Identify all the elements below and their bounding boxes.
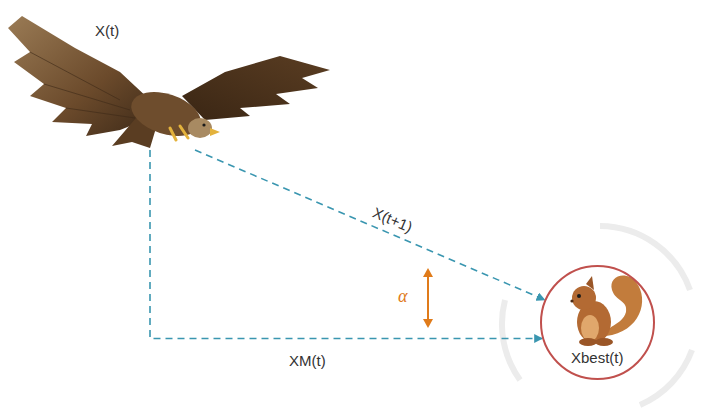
edge-label: X(t+1) <box>368 203 416 237</box>
alpha-double-arrow <box>423 268 433 328</box>
watermark-arcs <box>502 226 692 405</box>
dashed-connector <box>195 150 545 300</box>
dashed-connector <box>150 150 542 339</box>
squirrel-illustration <box>570 276 642 346</box>
edge-label: XM(t) <box>287 352 328 369</box>
angle-symbol: α <box>398 286 407 307</box>
node-label: X(t) <box>95 22 119 39</box>
target-circle: Xbest(t) <box>540 265 655 380</box>
eagle-illustration <box>8 16 330 148</box>
node-label: Xbest(t) <box>571 349 624 366</box>
eagle-node: X(t) <box>10 0 330 150</box>
